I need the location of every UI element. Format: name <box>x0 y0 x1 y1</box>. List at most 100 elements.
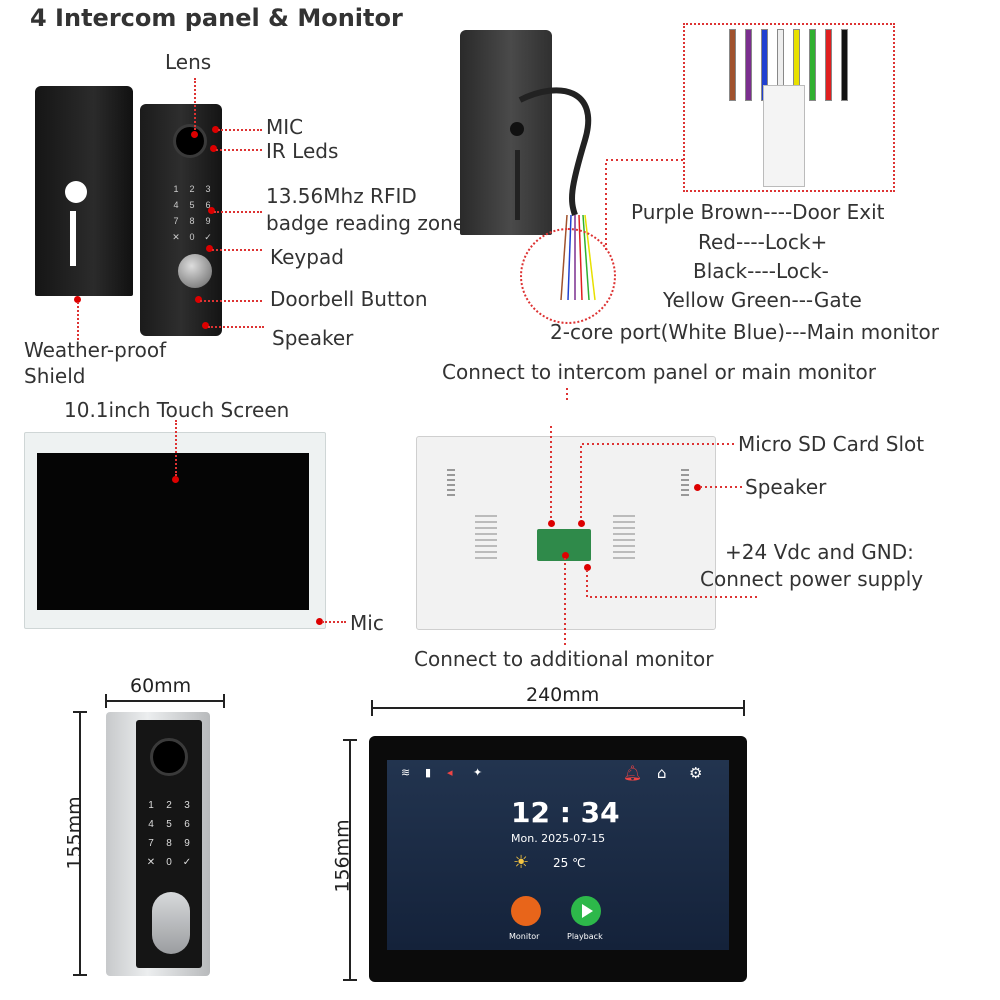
home-icon[interactable]: ⌂ <box>657 764 667 782</box>
wire-2 <box>745 29 752 101</box>
key-cancel[interactable]: ✕ <box>172 232 180 242</box>
ir-leader <box>216 149 262 151</box>
front-mic-label: Mic <box>350 611 384 635</box>
ir-dot <box>210 145 217 152</box>
wifi-icon: ≋ <box>401 766 411 779</box>
intercom-panel-front: 1 2 3 4 5 6 7 8 9 ✕ 0 ✓ <box>140 104 222 336</box>
monitor-button[interactable] <box>511 896 541 926</box>
wiring-line-3: Black----Lock- <box>693 259 829 283</box>
connector-box <box>683 23 895 192</box>
silver-doorbell-button[interactable] <box>152 892 190 954</box>
speaker-dot <box>202 322 209 329</box>
touch-screen-label: 10.1inch Touch Screen <box>64 398 290 422</box>
sd-dot <box>578 520 585 527</box>
speaker-leader <box>208 326 264 328</box>
rear-slot <box>515 150 520 220</box>
weatherproof-shield <box>35 86 133 296</box>
front-mic-dot <box>316 618 323 625</box>
rfid-dot <box>208 207 215 214</box>
wire-8 <box>841 29 848 101</box>
shield-hole <box>65 181 87 203</box>
silver-key-8[interactable]: 8 <box>166 838 172 849</box>
shield-label-2: Shield <box>24 364 86 388</box>
additional-dot <box>562 552 569 559</box>
silver-key-6[interactable]: 6 <box>184 819 190 830</box>
motion-icon: ✦ <box>473 766 483 779</box>
power-label-2: Connect power supply <box>700 567 924 591</box>
mic-label: MIC <box>266 115 304 139</box>
playback-button-label: Playback <box>567 932 603 941</box>
monitor-on-screen: ≋ ▮ ◂ ✦ 🔔︎ ⌂ ⚙ 12 : 34 Mon. 2025-07-15 ☀… <box>369 736 747 982</box>
key-1[interactable]: 1 <box>173 184 179 194</box>
key-confirm[interactable]: ✓ <box>204 232 212 242</box>
keypad-grid: 1 2 3 4 5 6 7 8 9 ✕ 0 ✓ <box>168 184 218 254</box>
play-icon <box>582 904 593 918</box>
shield-label-1: Weather-proof <box>24 338 167 362</box>
silver-keypad: 1 2 3 4 5 6 7 8 9 ✕ 0 ✓ <box>142 800 202 868</box>
rfid-label-2: badge reading zone <box>266 211 466 235</box>
wiring-line-4: Yellow Green---Gate <box>663 288 862 312</box>
wire-1 <box>729 29 736 101</box>
power-dot <box>584 564 591 571</box>
shield-slot <box>70 211 76 266</box>
doorbell-dot <box>195 296 202 303</box>
silver-key-cancel[interactable]: ✕ <box>146 857 156 868</box>
weather-icon: ☀ <box>513 852 530 873</box>
shield-dot <box>74 296 81 303</box>
key-4[interactable]: 4 <box>173 200 179 210</box>
wire-detail-leader <box>605 159 683 250</box>
wiring-line-1: Purple Brown----Door Exit <box>631 200 885 224</box>
touch-dot <box>172 476 179 483</box>
silver-key-5[interactable]: 5 <box>166 819 172 830</box>
vent-right <box>613 515 635 559</box>
silver-key-9[interactable]: 9 <box>184 838 190 849</box>
silver-key-0[interactable]: 0 <box>166 857 172 868</box>
vent-left <box>475 515 497 559</box>
key-7[interactable]: 7 <box>173 216 179 226</box>
lens-dot <box>191 131 198 138</box>
key-8[interactable]: 8 <box>189 216 195 226</box>
front-mic-leader <box>322 621 346 623</box>
key-3[interactable]: 3 <box>205 184 211 194</box>
top-connect-dot <box>548 520 555 527</box>
key-5[interactable]: 5 <box>189 200 195 210</box>
rfid-leader <box>214 211 262 213</box>
silver-key-confirm[interactable]: ✓ <box>182 857 192 868</box>
keypad-leader <box>212 249 262 251</box>
doorbell-label: Doorbell Button <box>270 287 428 311</box>
settings-icon[interactable]: ⚙ <box>689 764 703 782</box>
bell-icon[interactable]: 🔔︎ <box>623 764 643 782</box>
key-2[interactable]: 2 <box>189 184 195 194</box>
wire-bundle <box>725 29 865 124</box>
silver-key-2[interactable]: 2 <box>166 800 172 811</box>
doorbell-leader <box>200 300 262 302</box>
lens-label: Lens <box>165 50 212 74</box>
key-6[interactable]: 6 <box>205 200 211 210</box>
key-9[interactable]: 9 <box>205 216 211 226</box>
vent-top-left <box>447 469 455 499</box>
silver-key-7[interactable]: 7 <box>148 838 154 849</box>
silver-camera-lens <box>150 738 188 776</box>
monitor-button-label: Monitor <box>509 932 540 941</box>
wire-7 <box>825 29 832 101</box>
key-0[interactable]: 0 <box>189 232 195 242</box>
section-title: 4 Intercom panel & Monitor <box>30 4 403 32</box>
keypad-dot <box>206 245 213 252</box>
keypad-label: Keypad <box>270 245 344 269</box>
doorbell-button[interactable] <box>178 254 212 288</box>
lens-leader <box>194 78 196 130</box>
silver-key-1[interactable]: 1 <box>148 800 154 811</box>
rear-cable-hole <box>510 122 524 136</box>
panel-height-label: 155mm <box>63 796 86 870</box>
silver-key-3[interactable]: 3 <box>184 800 190 811</box>
additional-monitor-label: Connect to additional monitor <box>414 647 714 671</box>
connect-top-label: Connect to intercom panel or main monito… <box>442 360 876 384</box>
mic-dot <box>212 126 219 133</box>
ir-leds-label: IR Leds <box>266 139 339 163</box>
silver-key-4[interactable]: 4 <box>148 819 154 830</box>
touch-leader <box>175 420 177 476</box>
monitor-display: ≋ ▮ ◂ ✦ 🔔︎ ⌂ ⚙ 12 : 34 Mon. 2025-07-15 ☀… <box>387 760 729 950</box>
mute-icon: ◂ <box>447 766 453 779</box>
playback-button[interactable] <box>571 896 601 926</box>
